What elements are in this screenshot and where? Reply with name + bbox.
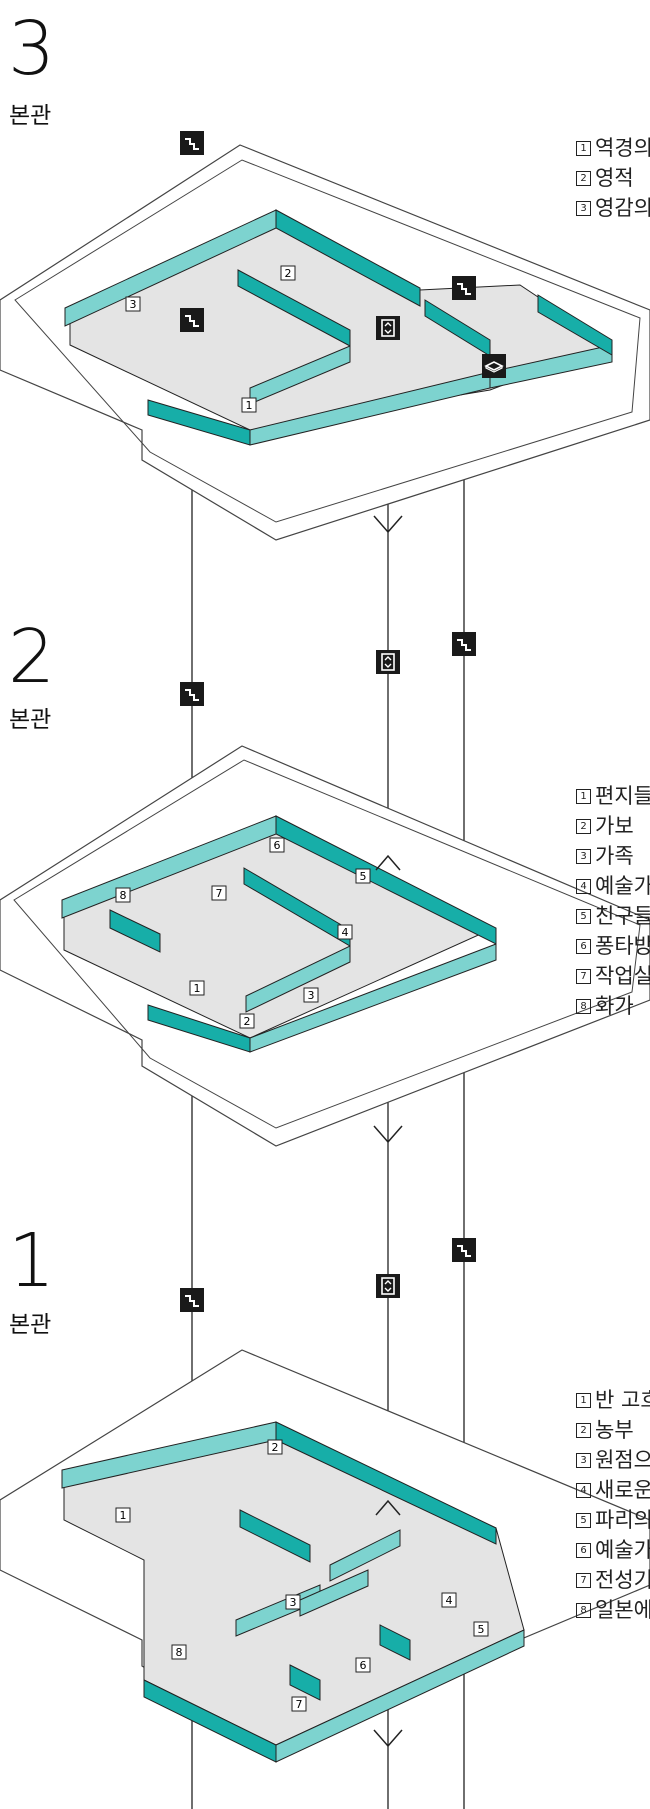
floor-1-stairs-icon-right[interactable]: [451, 1237, 477, 1263]
svg-text:3: 3: [130, 298, 137, 311]
floor-3-building-outline-inner: [14, 159, 641, 523]
svg-text:4: 4: [446, 1594, 453, 1607]
floor-2-stairs-icon-left[interactable]: [179, 681, 205, 707]
floor-1-up-arrow: [375, 1499, 401, 1516]
svg-text:5: 5: [478, 1623, 485, 1636]
floor-2-plan: 1 2 3 4 5 6 7 8: [0, 631, 650, 1147]
floor-1-name: 본관: [9, 1312, 52, 1338]
floor-1-plan: 1 2 3 4 5 6 7 8: [0, 1237, 650, 1763]
svg-text:3: 3: [308, 989, 315, 1002]
svg-text:2: 2: [285, 267, 292, 280]
floor-3-elevator-icon[interactable]: [375, 315, 401, 341]
floor-1-stairs-icon-left[interactable]: [179, 1287, 205, 1313]
floor-2-up-arrow: [375, 854, 401, 871]
floor-3-stairs-icon[interactable]: [179, 130, 205, 156]
floor-3-plan: 1 2 3: [0, 130, 650, 541]
svg-text:1: 1: [120, 1509, 127, 1522]
svg-text:2: 2: [244, 1015, 251, 1028]
svg-text:8: 8: [120, 889, 127, 902]
svg-text:3: 3: [290, 1596, 297, 1609]
floor-3-room-numbers: 1 2 3: [125, 265, 296, 413]
floor-2-building-outline-inner: [13, 759, 641, 1129]
floor-1-walls: [61, 1421, 525, 1763]
floor-1-elevator-icon[interactable]: [375, 1273, 401, 1299]
floor-2-elevator-icon[interactable]: [375, 649, 401, 675]
svg-text:6: 6: [274, 839, 281, 852]
floor-1-room-numbers: 1 2 3 4 5 6 7 8: [115, 1439, 489, 1712]
svg-text:7: 7: [216, 887, 223, 900]
floor-3-stairs-icon-inner[interactable]: [179, 307, 205, 333]
svg-text:1: 1: [194, 982, 201, 995]
floor-3-walls: [64, 209, 613, 446]
floor-2-stairs-icon-right[interactable]: [451, 631, 477, 657]
floor-1-number: 1: [8, 1218, 56, 1304]
svg-text:5: 5: [360, 870, 367, 883]
floor-3-stairs-icon-right[interactable]: [451, 275, 477, 301]
floor-3-name: 본관: [9, 103, 52, 129]
floor-3-down-arrow: [373, 515, 403, 534]
floor-2-number: 2: [8, 614, 56, 700]
floor-2-name: 본관: [9, 707, 52, 733]
svg-text:1: 1: [246, 399, 253, 412]
svg-text:4: 4: [342, 926, 349, 939]
floor-2-down-arrow: [373, 1125, 403, 1144]
svg-text:8: 8: [176, 1646, 183, 1659]
floor-3-cloakroom-icon[interactable]: [481, 353, 507, 379]
floor-3-number: 3: [8, 6, 56, 92]
svg-text:7: 7: [296, 1698, 303, 1711]
svg-text:2: 2: [272, 1441, 279, 1454]
floor-1-down-arrow: [373, 1729, 403, 1748]
svg-text:6: 6: [360, 1659, 367, 1672]
floor-2-room-numbers: 1 2 3 4 5 6 7 8: [115, 837, 371, 1029]
